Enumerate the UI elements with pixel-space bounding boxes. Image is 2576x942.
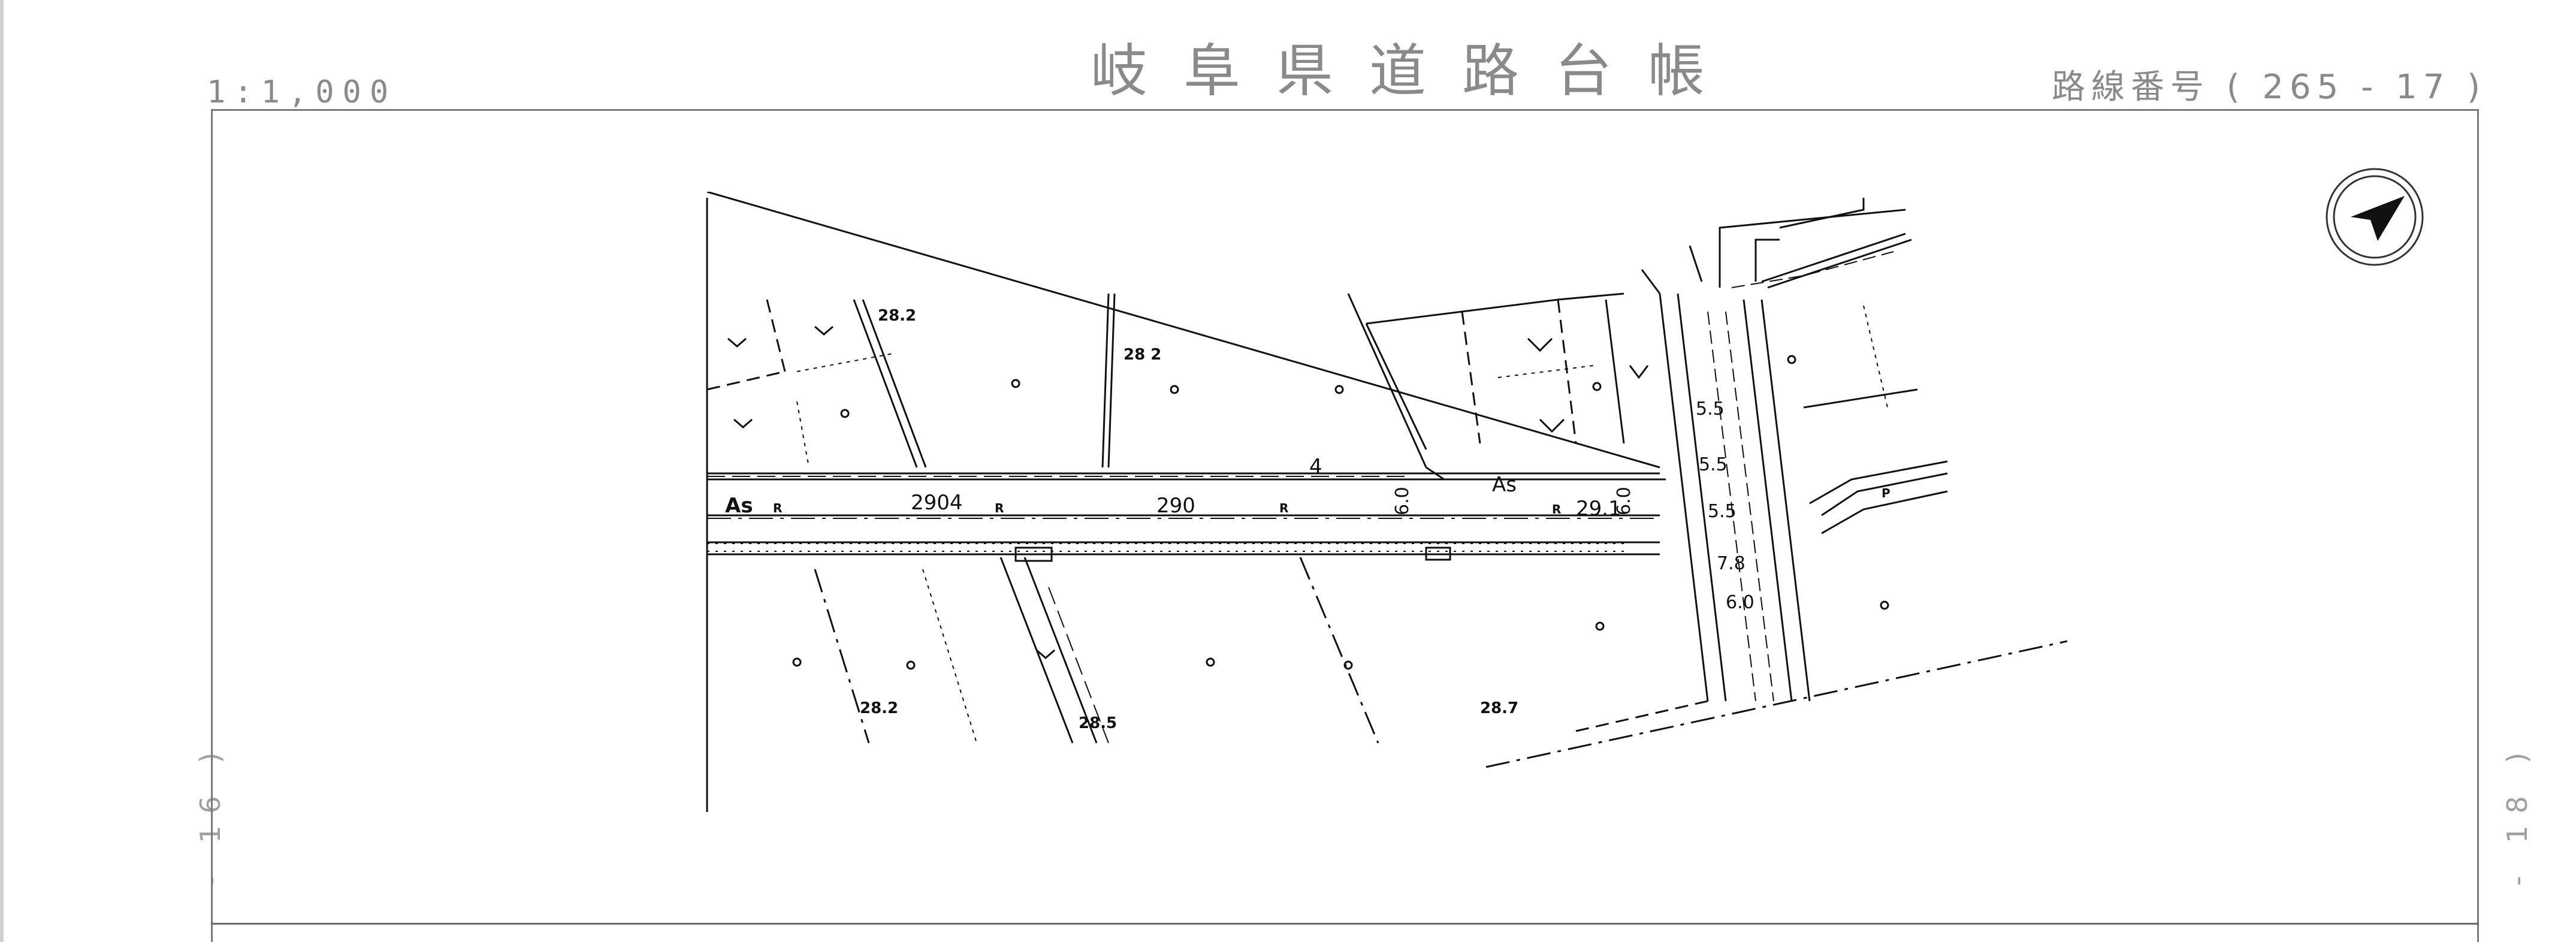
- frame-bottom-rule: [211, 923, 2479, 925]
- elevation-label: 28.2: [878, 307, 916, 325]
- road-mark-r: R: [1279, 501, 1288, 515]
- width-label: 6.0: [1614, 487, 1635, 515]
- lot-number-label: 4: [1309, 455, 1322, 479]
- road-mark-r: R: [995, 501, 1004, 515]
- width-label: 5.5: [1708, 501, 1737, 522]
- elevation-label: 28.7: [1480, 699, 1518, 717]
- width-label: 6.0: [1392, 487, 1413, 515]
- width-label: 7.8: [1717, 553, 1745, 574]
- width-label: 5.5: [1696, 398, 1725, 419]
- elevation-label: 28 2: [1124, 346, 1161, 364]
- road-surface-label: As: [1492, 473, 1517, 497]
- left-page-edge: [0, 0, 4, 942]
- road-surface-label: As: [725, 494, 753, 518]
- map-frame: [211, 109, 2479, 942]
- document-title: 岐阜県道路台帳: [1091, 38, 1741, 104]
- map-scale: 1:1,000: [207, 74, 397, 110]
- road-mark-r: R: [773, 501, 782, 515]
- north-arrow-icon: [2326, 168, 2424, 266]
- elevation-label: 28.2: [860, 699, 898, 717]
- road-plan-drawing: 28.2 28 2 28.2 28.5 28.7 As 2904 290 29.…: [706, 192, 2067, 812]
- road-number-label: 29.1: [1576, 497, 1621, 521]
- road-number-label: 290: [1156, 494, 1195, 518]
- route-number: 路線番号 ( 265 - 17 ): [2051, 68, 2486, 107]
- adjacent-page-right: - 18 ): [2501, 740, 2534, 886]
- width-label: 5.5: [1699, 454, 1728, 475]
- road-mark-r: R: [1552, 502, 1561, 517]
- road-mark-p: P: [1882, 486, 1891, 500]
- width-label: 6.0: [1726, 592, 1754, 613]
- elevation-label: 28.5: [1079, 714, 1117, 732]
- road-number-label: 2904: [911, 491, 963, 515]
